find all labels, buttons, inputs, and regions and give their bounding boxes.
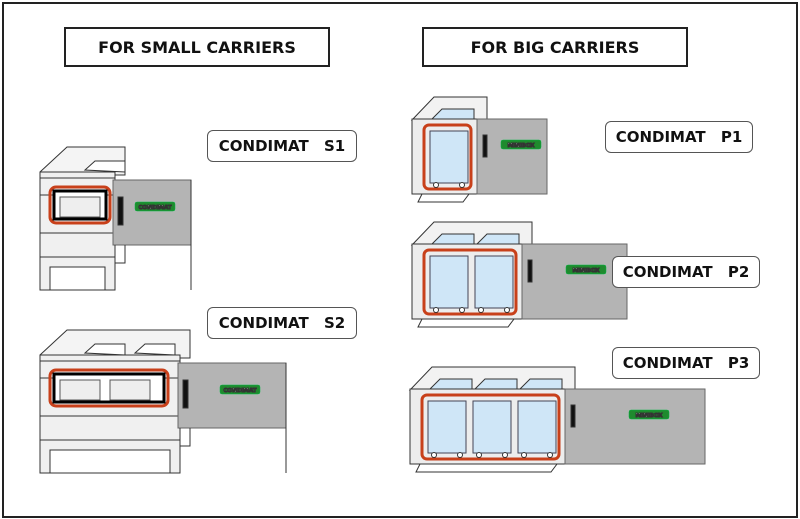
carrier — [429, 255, 469, 309]
highlight-frame — [48, 368, 170, 408]
door-handle — [182, 379, 189, 409]
wheel — [504, 307, 510, 313]
ramp — [417, 318, 515, 328]
label-condimat-s1: CONDIMAT S1 — [207, 130, 357, 162]
ramp — [417, 193, 470, 203]
wheel — [433, 182, 439, 188]
label-condimat-p2: CONDIMAT P2 — [612, 256, 760, 288]
label-condimat-s2: CONDIMAT S2 — [207, 307, 357, 339]
door — [112, 179, 192, 246]
wheel — [433, 307, 439, 313]
door-foot — [179, 428, 191, 447]
base-opening — [49, 449, 171, 474]
door — [521, 243, 628, 320]
badge-text: MINIBOX — [507, 143, 535, 149]
badge-plate — [134, 201, 176, 212]
highlight-frame — [48, 185, 112, 225]
carrier — [517, 400, 557, 454]
machine-p3: MINIBOX — [408, 366, 706, 473]
badge-plate — [628, 409, 670, 420]
tray — [83, 343, 126, 356]
wheel — [547, 452, 553, 458]
highlight-frame — [422, 248, 518, 316]
header-small-carriers: FOR SMALL CARRIERS — [64, 27, 330, 67]
base-opening — [49, 266, 106, 291]
machine-s1: CONDIMAT — [39, 146, 192, 291]
highlight-frame — [420, 393, 561, 461]
wheel — [521, 452, 527, 458]
wheel — [459, 307, 465, 313]
door — [177, 362, 287, 429]
highlight-frame — [422, 123, 473, 191]
door-foot — [114, 245, 126, 264]
badge-text: CONDIMAT — [139, 205, 172, 211]
tray — [133, 343, 176, 356]
door-handle — [482, 134, 488, 158]
badge-plate — [500, 139, 542, 150]
badge-text: CONDIMAT — [224, 388, 257, 394]
wheel — [478, 307, 484, 313]
ramp — [415, 463, 558, 473]
wheel — [457, 452, 463, 458]
carrier — [429, 130, 469, 184]
carrier — [427, 400, 467, 454]
carrier — [472, 400, 512, 454]
carrier — [474, 255, 514, 309]
door-handle — [570, 404, 576, 428]
machine-p2: MINIBOX — [410, 221, 628, 328]
badge-text: MINIBOX — [572, 268, 600, 274]
label-condimat-p1: CONDIMAT P1 — [605, 121, 753, 153]
wheel — [476, 452, 482, 458]
door-handle — [117, 196, 124, 226]
tray — [83, 160, 126, 173]
carrier — [59, 196, 101, 218]
header-big-carriers: FOR BIG CARRIERS — [422, 27, 688, 67]
door — [476, 118, 548, 195]
label-condimat-p3: CONDIMAT P3 — [612, 347, 760, 379]
badge-plate — [565, 264, 607, 275]
carrier — [109, 379, 151, 401]
machine-s2: CONDIMAT — [39, 329, 287, 474]
wheel — [431, 452, 437, 458]
badge-plate — [219, 384, 261, 395]
carrier — [59, 379, 101, 401]
door-handle — [527, 259, 533, 283]
badge-text: MINIBOX — [635, 413, 663, 419]
door — [564, 388, 706, 465]
machine-p1: MINIBOX — [410, 96, 548, 203]
wheel — [502, 452, 508, 458]
wheel — [459, 182, 465, 188]
